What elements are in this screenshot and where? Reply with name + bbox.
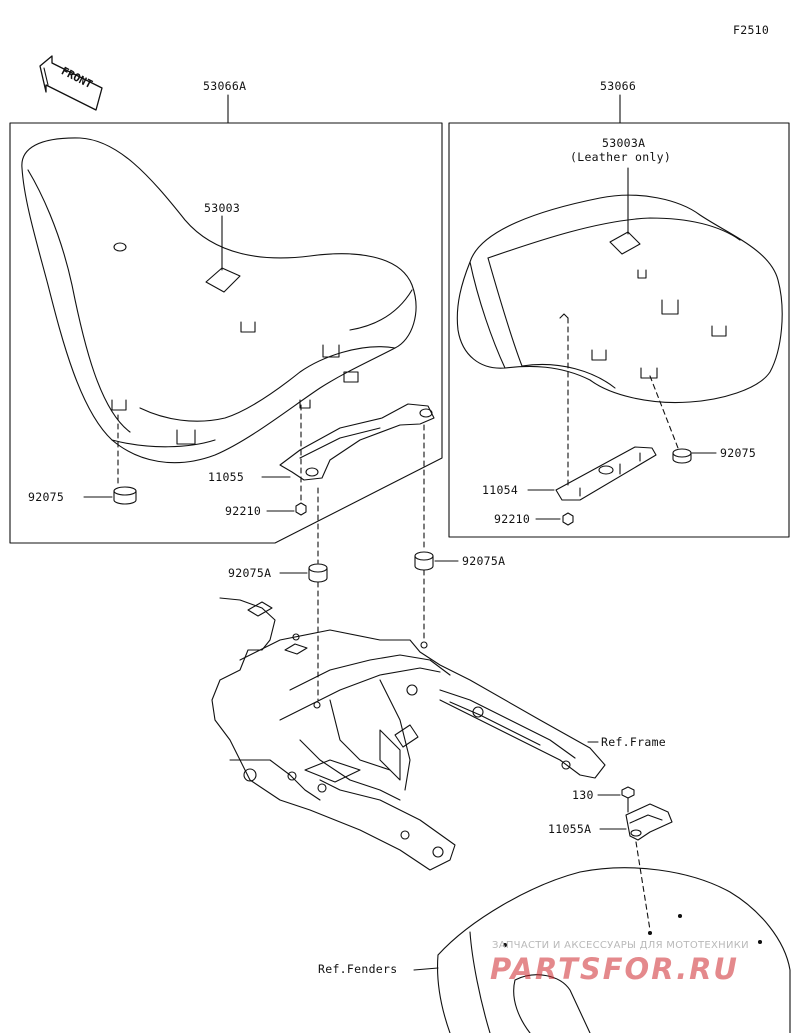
left-seat-assembly-box [9, 122, 443, 544]
rear-bracket-11055A [599, 803, 673, 931]
label-11055A: 11055A [548, 822, 592, 836]
front-label: FRONT [59, 64, 95, 91]
left-nut-92210 [266, 502, 307, 516]
left-bracket-11055 [261, 403, 435, 501]
right-nut-92210 [535, 512, 574, 526]
fenders-ref-leader [413, 967, 439, 971]
label-92075A-left: 92075A [228, 566, 272, 580]
label-53066A: 53066A [203, 79, 247, 93]
label-92210-left: 92210 [225, 504, 262, 518]
label-11055: 11055 [208, 470, 245, 484]
right-damper-92075 [649, 375, 717, 464]
label-92075-left: 92075 [28, 490, 65, 504]
left-damper-92075 [83, 414, 137, 505]
label-53003A: 53003A [602, 136, 646, 150]
label-11054: 11054 [482, 483, 519, 497]
right-seat-assembly-box [448, 122, 790, 538]
right-seat [456, 167, 783, 404]
front-arrow-icon: FRONT [39, 55, 103, 111]
label-130: 130 [572, 788, 594, 802]
label-53003: 53003 [204, 201, 241, 215]
label-92210-right: 92210 [494, 512, 531, 526]
label-53066: 53066 [600, 79, 637, 93]
bolt-130 [597, 786, 635, 813]
label-leather-only: (Leather only) [570, 150, 672, 164]
watermark-tagline: ЗАПЧАСТИ И АКСЕССУАРЫ ДЛЯ МОТОТЕХНИКИ [492, 940, 749, 951]
label-92075A-right: 92075A [462, 554, 506, 568]
left-seat [21, 137, 417, 464]
label-ref-fenders: Ref.Fenders [318, 962, 398, 976]
rear-fender [437, 867, 791, 1033]
frame-damper-right-92075A [414, 424, 459, 641]
diagram-code: F2510 [733, 23, 770, 37]
frame [211, 597, 606, 871]
label-92075-right: 92075 [720, 446, 757, 460]
watermark-brand: PARTSFOR.RU [490, 952, 739, 986]
label-ref-frame: Ref.Frame [601, 735, 667, 749]
frame-damper-left-92075A [279, 487, 328, 701]
right-bracket-11054 [527, 317, 657, 501]
